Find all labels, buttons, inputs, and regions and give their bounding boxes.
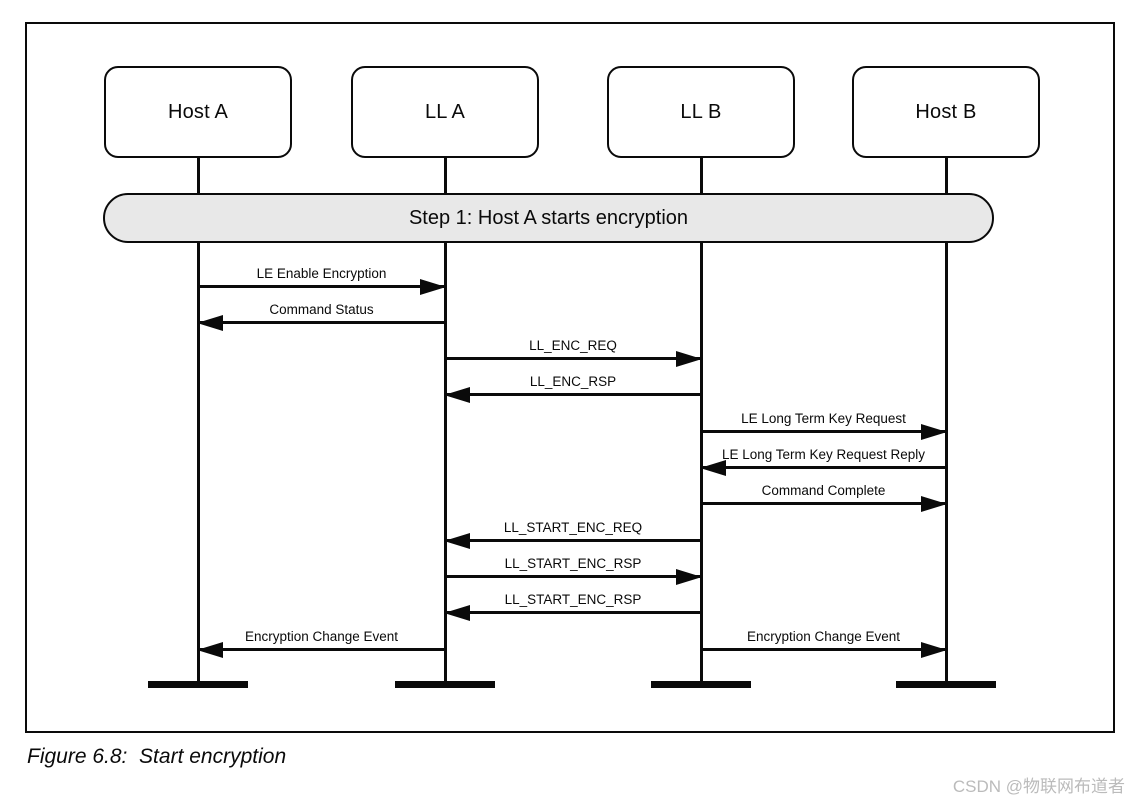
message-label: Command Complete — [761, 483, 886, 498]
lifeline-terminator-host-a — [148, 681, 248, 688]
message-line — [445, 611, 701, 614]
watermark: CSDN @物联网布道者 — [952, 777, 1125, 796]
actor-label-host-b: Host B — [915, 100, 977, 123]
actor-box-ll-b: LL B — [607, 66, 795, 158]
actor-box-host-a: Host A — [104, 66, 292, 158]
lifeline-host-a — [196, 158, 200, 684]
arrowhead-right-icon — [921, 641, 947, 658]
message-2-ll-a-to-ll-b: LL_ENC_REQ — [445, 335, 702, 367]
actor-label-ll-a: LL A — [424, 100, 466, 123]
message-line — [445, 539, 701, 542]
message-10-ll-a-to-host-a: Encryption Change Event — [197, 626, 445, 658]
message-label: LE Enable Encryption — [256, 266, 387, 281]
message-label: LE Long Term Key Request Reply — [721, 447, 926, 462]
step-banner: Step 1: Host A starts encryption — [103, 193, 994, 243]
actor-label-ll-b: LL B — [680, 100, 722, 123]
lifeline-terminator-host-b — [896, 681, 996, 688]
message-label: Encryption Change Event — [244, 629, 399, 644]
step-banner-label: Step 1: Host A starts encryption — [408, 206, 689, 229]
message-label: LE Long Term Key Request — [741, 411, 906, 426]
message-label: LL_ENC_REQ — [529, 338, 617, 353]
message-line — [445, 357, 701, 360]
arrowhead-left-icon — [444, 386, 470, 403]
arrowhead-right-icon — [676, 350, 702, 367]
message-line — [198, 321, 445, 324]
message-line — [701, 648, 946, 651]
message-label: Command Status — [269, 302, 374, 317]
message-label: LL_START_ENC_REQ — [503, 520, 643, 535]
message-label: LL_ENC_RSP — [529, 374, 617, 389]
message-7-ll-b-to-ll-a: LL_START_ENC_REQ — [444, 517, 701, 549]
message-11-ll-b-to-host-b: Encryption Change Event — [701, 626, 947, 658]
message-line — [198, 648, 445, 651]
arrowhead-left-icon — [700, 459, 726, 476]
arrowhead-right-icon — [676, 568, 702, 585]
message-9-ll-b-to-ll-a: LL_START_ENC_RSP — [444, 589, 701, 621]
arrowhead-left-icon — [444, 532, 470, 549]
lifeline-terminator-ll-b — [651, 681, 751, 688]
arrowhead-left-icon — [197, 314, 223, 331]
figure-caption: Figure 6.8: Start encryption — [27, 745, 287, 768]
lifeline-ll-b — [699, 158, 703, 684]
message-line — [701, 466, 946, 469]
lifeline-host-b — [944, 158, 948, 684]
arrowhead-right-icon — [921, 423, 947, 440]
message-0-host-a-to-ll-a: LE Enable Encryption — [198, 263, 446, 295]
actor-box-ll-a: LL A — [351, 66, 539, 158]
message-line — [701, 502, 946, 505]
message-4-ll-b-to-host-b: LE Long Term Key Request — [701, 408, 947, 440]
arrowhead-left-icon — [444, 604, 470, 621]
arrowhead-left-icon — [197, 641, 223, 658]
message-label: LL_START_ENC_RSP — [504, 556, 642, 571]
message-label: LL_START_ENC_RSP — [504, 592, 642, 607]
message-8-ll-a-to-ll-b: LL_START_ENC_RSP — [445, 553, 702, 585]
message-line — [198, 285, 445, 288]
message-line — [445, 575, 701, 578]
actor-box-host-b: Host B — [852, 66, 1040, 158]
lifeline-terminator-ll-a — [395, 681, 495, 688]
message-line — [445, 393, 701, 396]
message-line — [701, 430, 946, 433]
message-6-ll-b-to-host-b: Command Complete — [701, 480, 947, 512]
actor-label-host-a: Host A — [167, 100, 229, 123]
message-1-ll-a-to-host-a: Command Status — [197, 299, 445, 331]
message-3-ll-b-to-ll-a: LL_ENC_RSP — [444, 371, 701, 403]
message-5-host-b-to-ll-b: LE Long Term Key Request Reply — [700, 444, 946, 476]
arrowhead-right-icon — [921, 495, 947, 512]
message-label: Encryption Change Event — [746, 629, 901, 644]
lifeline-ll-a — [443, 158, 447, 684]
arrowhead-right-icon — [420, 278, 446, 295]
